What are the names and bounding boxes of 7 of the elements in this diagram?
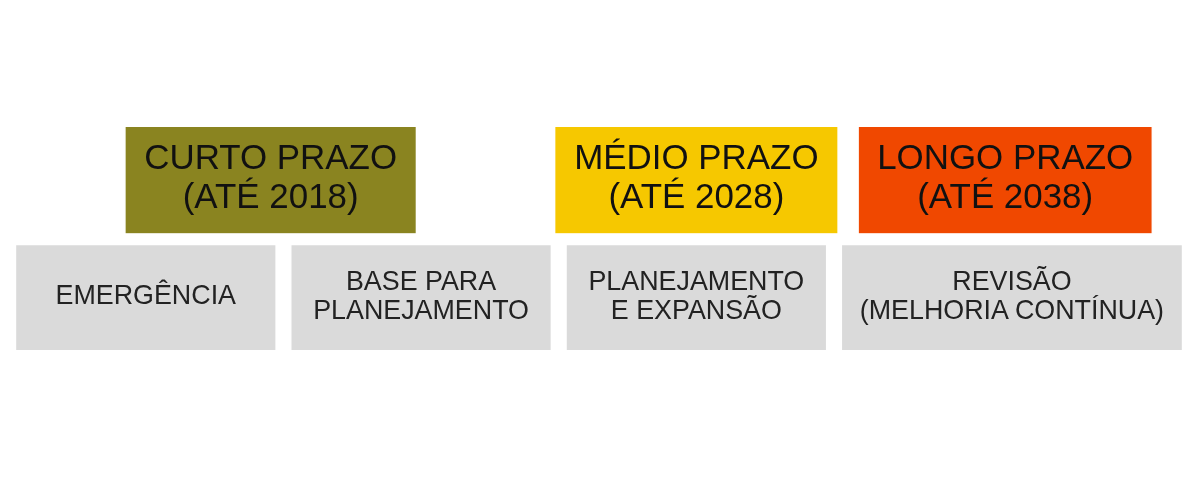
- node-box: PLANEJAMENTO E EXPANSÃO: [565, 243, 828, 352]
- node-box: REVISÃO (MELHORIA CONTÍNUA): [840, 243, 1184, 352]
- node-box: CURTO PRAZO (ATÉ 2018): [124, 125, 418, 235]
- node-box: MÉDIO PRAZO (ATÉ 2028): [554, 125, 839, 235]
- node-box: BASE PARA PLANEJAMENTO: [290, 243, 552, 352]
- node-box: LONGO PRAZO (ATÉ 2038): [857, 125, 1153, 235]
- node-box: EMERGÊNCIA: [14, 243, 277, 352]
